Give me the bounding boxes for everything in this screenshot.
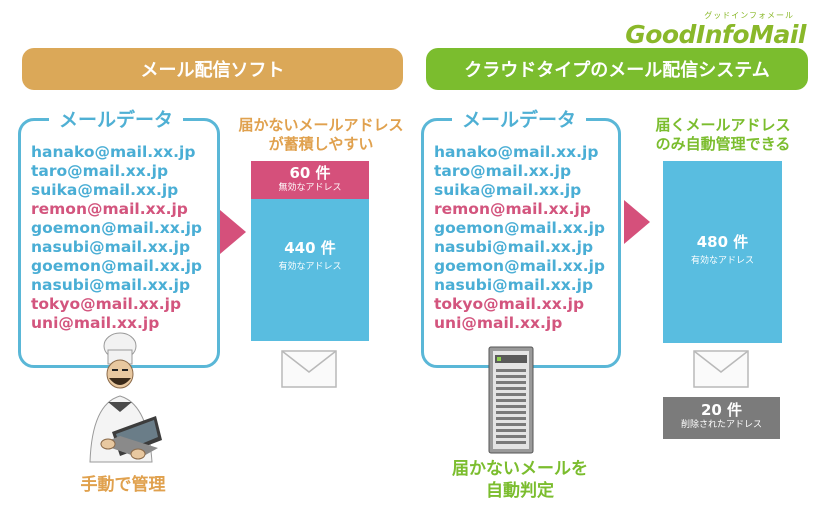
email-address: nasubi@mail.xx.jp xyxy=(31,276,191,294)
caption-left-line2: が蓄積しやすい xyxy=(268,135,374,153)
deleted-count: 20 件 xyxy=(700,401,743,419)
mail-data-title: メールデータ xyxy=(452,107,587,133)
deleted-label: 削除されたアドレス xyxy=(680,420,762,430)
caption-left-line1: 届かないメールアドレス xyxy=(238,116,404,134)
email-address: remon@mail.xx.jp xyxy=(31,200,188,218)
email-address: nasubi@mail.xx.jp xyxy=(434,276,594,294)
email-address: goemon@mail.xx.jp xyxy=(434,219,606,237)
email-address: tokyo@mail.xx.jp xyxy=(434,295,585,313)
manual-management-label: 手動で管理 xyxy=(80,475,166,495)
email-address: suika@mail.xx.jp xyxy=(434,181,582,199)
deleted-address-box: 20 件 削除されたアドレス xyxy=(663,397,780,439)
server-icon xyxy=(488,346,534,454)
valid-label-right: 有効なアドレス xyxy=(690,256,754,266)
valid-count-right: 480 件 xyxy=(696,233,749,251)
email-address: uni@mail.xx.jp xyxy=(434,314,563,332)
invalid-address-bar: 60 件 無効なアドレス xyxy=(251,161,369,199)
email-address: tokyo@mail.xx.jp xyxy=(31,295,182,313)
header-mail-software: メール配信ソフト xyxy=(22,48,403,90)
email-address: nasubi@mail.xx.jp xyxy=(434,238,594,256)
auto-judgement-line2: 自動判定 xyxy=(486,481,554,501)
email-address: taro@mail.xx.jp xyxy=(434,162,572,180)
email-address: hanako@mail.xx.jp xyxy=(31,143,196,161)
caption-right-line1: 届くメールアドレス xyxy=(655,116,791,134)
brand-logo: グッドインフォメール GoodInfoMail xyxy=(625,6,816,50)
email-address: taro@mail.xx.jp xyxy=(31,162,169,180)
envelope-icon xyxy=(693,350,749,388)
valid-label-left: 有効なアドレス xyxy=(278,262,342,272)
valid-count-left: 440 件 xyxy=(284,239,336,257)
arrow-right-icon xyxy=(220,210,246,254)
logo-tagline: グッドインフォメール xyxy=(704,11,794,20)
email-address: goemon@mail.xx.jp xyxy=(31,257,203,275)
header-cloud-system: クラウドタイプのメール配信システム xyxy=(426,48,808,90)
email-address: goemon@mail.xx.jp xyxy=(434,257,606,275)
email-address: remon@mail.xx.jp xyxy=(434,200,591,218)
caption-left: 届かないメールアドレス が蓄積しやすい xyxy=(222,116,420,154)
email-address: nasubi@mail.xx.jp xyxy=(31,238,191,256)
chef-icon xyxy=(89,332,162,463)
auto-judgement-label: 届かないメールを 自動判定 xyxy=(420,458,620,502)
email-address: hanako@mail.xx.jp xyxy=(434,143,599,161)
envelope-icon xyxy=(281,350,337,388)
valid-address-bar-left: 440 件 有効なアドレス xyxy=(251,199,369,341)
caption-right: 届くメールアドレス のみ自動管理できる xyxy=(628,116,818,154)
email-address: goemon@mail.xx.jp xyxy=(31,219,203,237)
caption-right-line2: のみ自動管理できる xyxy=(655,135,791,153)
email-address: suika@mail.xx.jp xyxy=(31,181,179,199)
invalid-label: 無効なアドレス xyxy=(278,183,342,193)
valid-address-bar-right: 480 件 有効なアドレス xyxy=(663,161,782,343)
mail-data-title: メールデータ xyxy=(49,107,184,133)
invalid-count: 60 件 xyxy=(289,164,331,182)
email-address: uni@mail.xx.jp xyxy=(31,314,160,332)
auto-judgement-line1: 届かないメールを xyxy=(452,459,588,479)
arrow-right-icon xyxy=(624,200,650,244)
logo-name: GoodInfoMail xyxy=(625,20,806,49)
